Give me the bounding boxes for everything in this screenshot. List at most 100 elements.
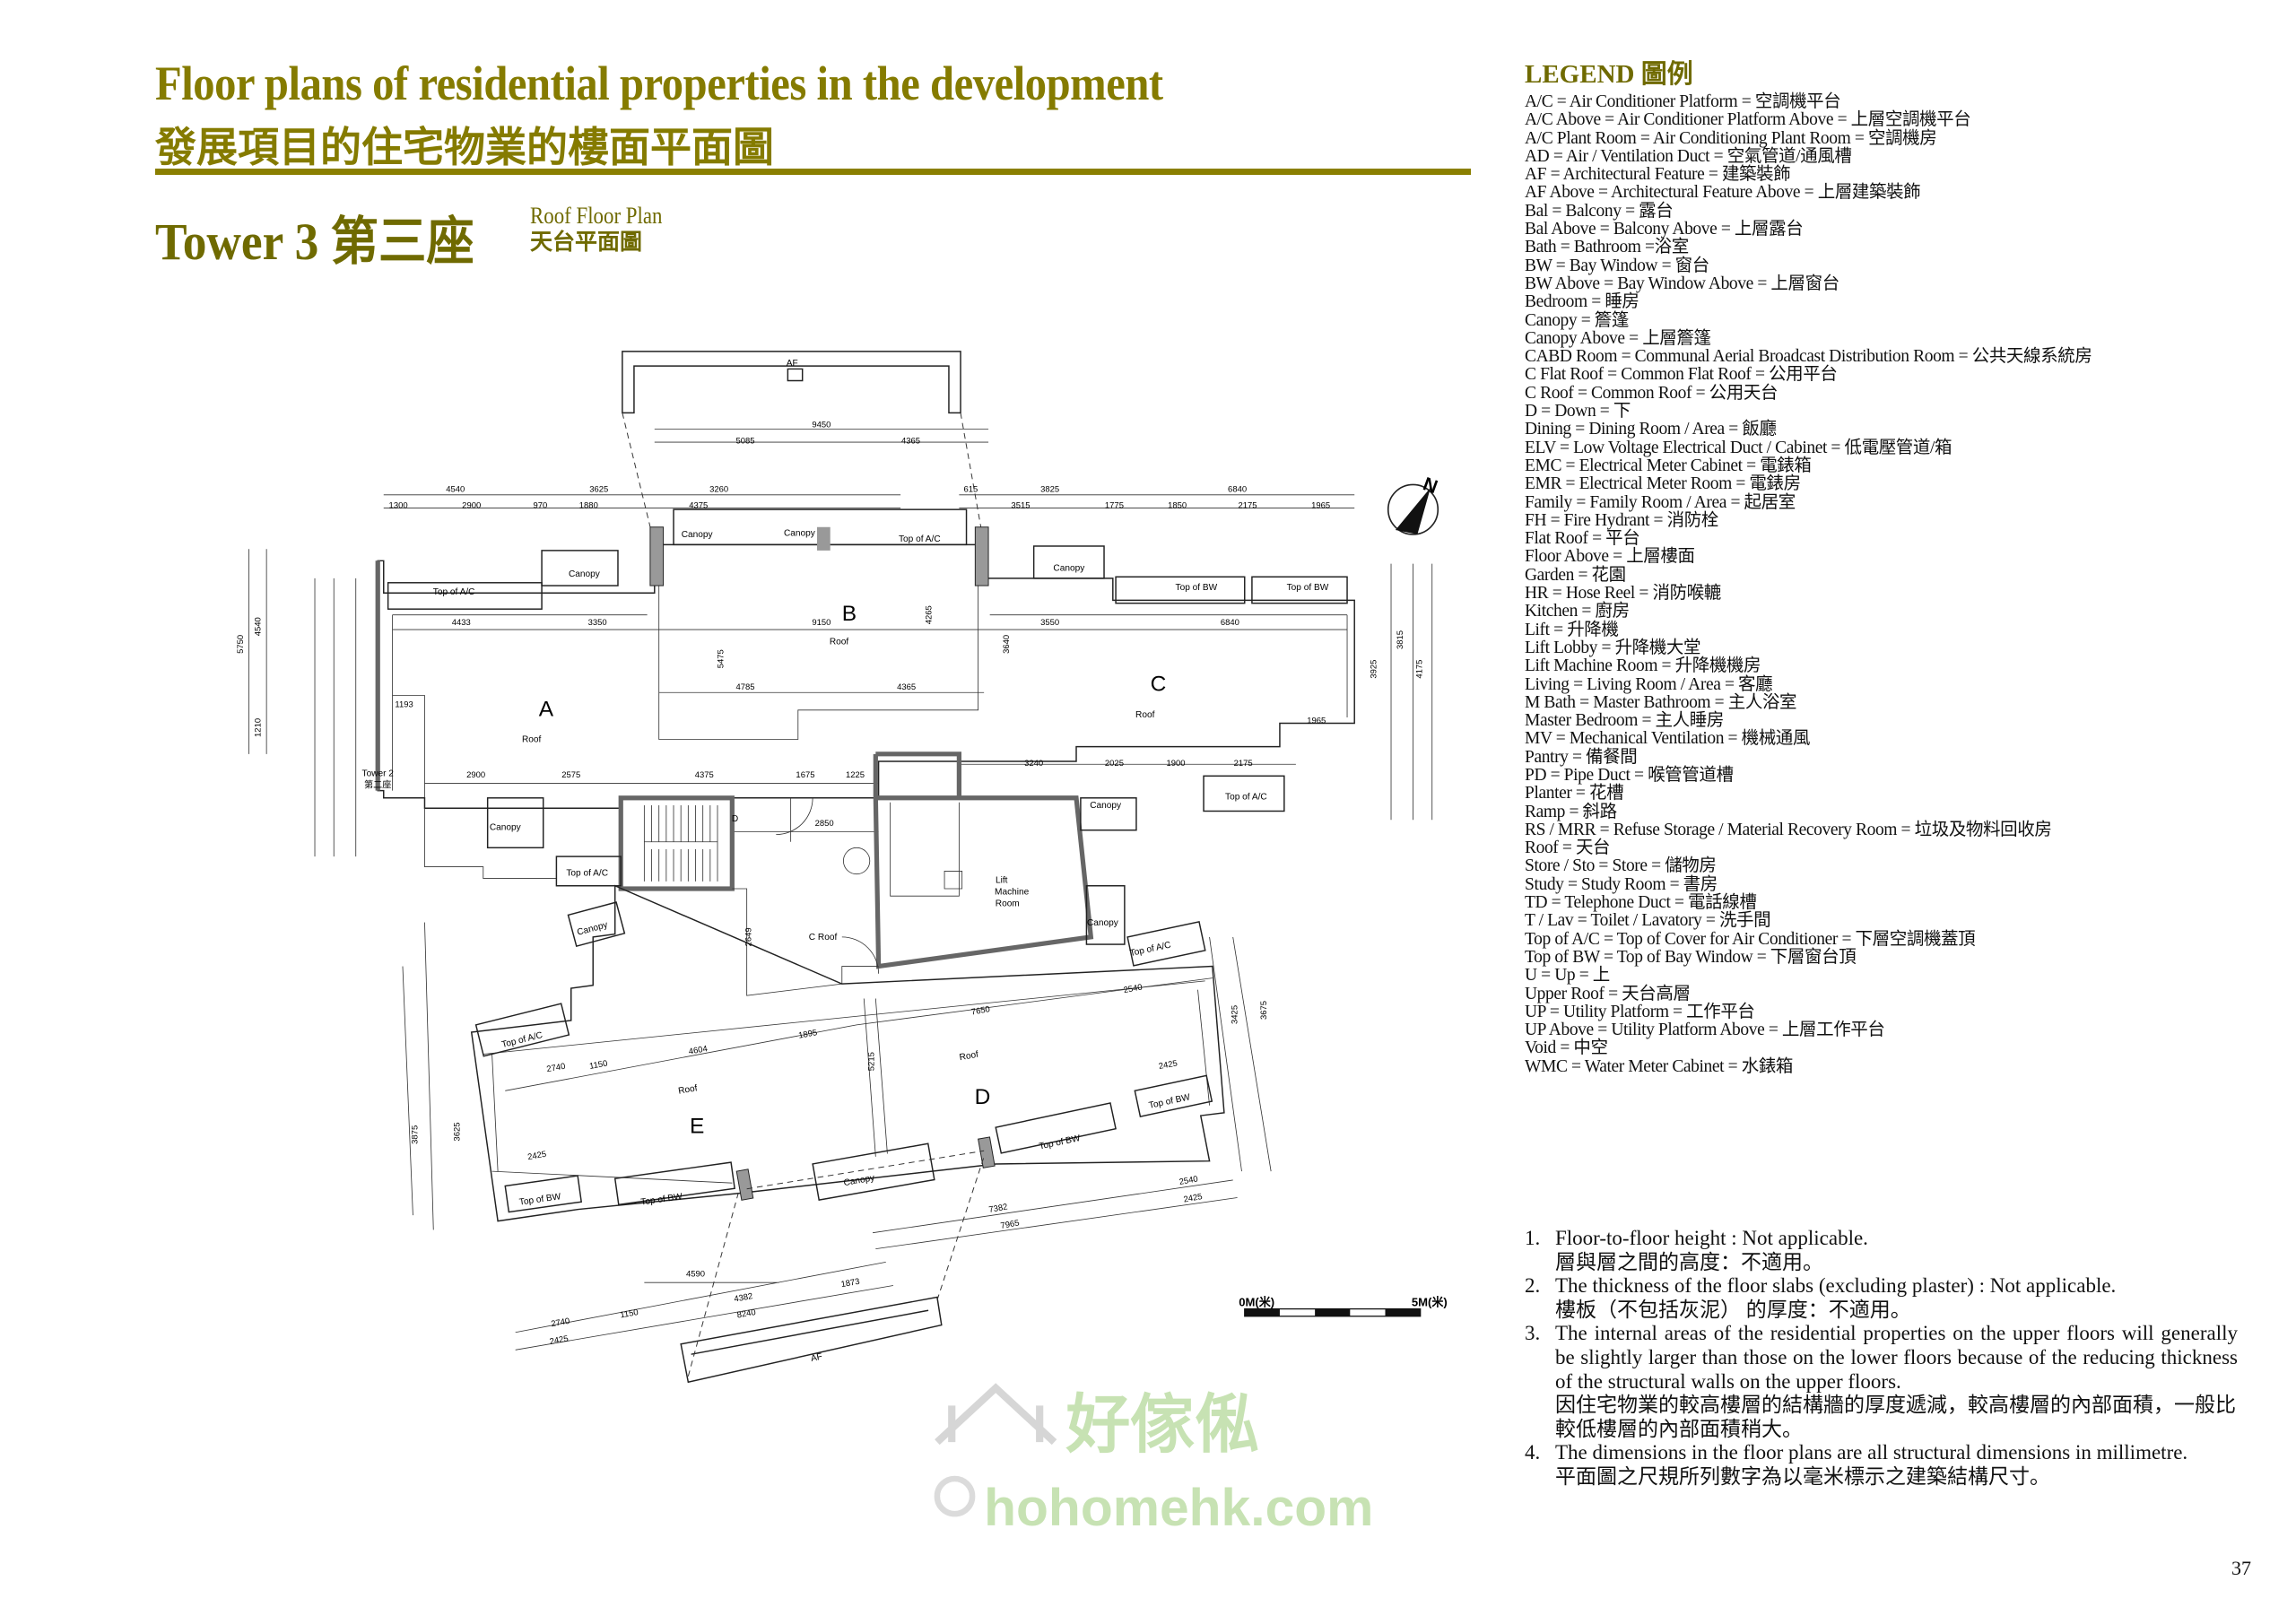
af-projection-lines [622,413,985,545]
legend-title: LEGEND 圖例 [1525,60,1693,89]
note-en: The thickness of the floor slabs (exclud… [1555,1274,2117,1298]
dimension-label: 1210 [254,718,264,737]
dimension-label: 5475 [717,649,726,668]
note-number: 3. [1525,1322,1541,1345]
dimension-label: 2175 [1234,759,1253,769]
plan-label: Top of BW [1148,1092,1191,1111]
dimension-label: 8240 [736,1307,757,1320]
dimension-label: 2740 [551,1316,571,1329]
note-zh: 平面圖之尺規所列數字為以毫米標示之建築結構尺寸。 [1555,1464,2050,1488]
dimension-label: 4785 [736,682,755,692]
plan-label: Top of A/C [899,534,941,544]
plan-label: AF [787,359,798,369]
note-item: 2. The thickness of the floor slabs (excl… [1525,1274,2238,1322]
note-number: 2. [1525,1274,1541,1298]
page-number: 37 [2231,1557,2251,1579]
note-zh: 層與層之間的高度：不適用。 [1555,1250,1823,1273]
dimension-label: 3825 [1040,485,1059,495]
plan-label: Canopy [1087,918,1119,928]
note-item: 3. The internal areas of the residential … [1525,1322,2238,1441]
watermark-search-icon [934,1475,976,1517]
dimension-label: 2425 [1183,1192,1204,1204]
legend-item: U = Up = 上 [1525,966,1610,986]
lower-roof-inner [483,980,1210,1184]
top-of-bw-box [1115,576,1246,604]
scale-end-label: 5M(米) [1412,1295,1448,1308]
legend-item: Lift Machine Room = 升降機機房 [1525,656,1761,676]
top-of-bw-box [995,1102,1117,1154]
plan-label: Tower 2 [362,769,395,778]
dimension-label: 2900 [466,770,485,780]
note-body: The internal areas of the residential pr… [1555,1322,2238,1441]
plan-label: Canopy [569,569,601,579]
plan-name-en: Roof Floor Plan [530,203,663,229]
plan-label: Canopy [1053,564,1085,574]
unit-label: B [842,602,857,626]
legend-item: Roof = 天台 [1525,838,1611,858]
legend-item: Void = 中空 [1525,1038,1608,1058]
plan-label: Canopy [1090,801,1122,811]
plan-label: Roof [522,735,542,745]
dimension-label: 3240 [1024,759,1043,769]
legend-item: BW Above = Bay Window Above = 上層窗台 [1525,274,1839,293]
plan-label: D [732,814,738,824]
legend-item: Pantry = 備餐間 [1525,747,1638,767]
plan-label: Roof [677,1083,698,1097]
dimension-label: 4265 [924,605,934,624]
dimension-label: 4604 [688,1044,709,1056]
dimension-label: 2540 [1123,983,1144,995]
note-en: The internal areas of the residential pr… [1555,1322,2238,1393]
watermark-zh: 好傢俬 [1065,1389,1259,1461]
dimension-label: 4540 [254,617,264,636]
legend-item: Upper Roof = 天台高層 [1525,984,1691,1003]
north-arrow-icon [1395,487,1431,534]
dimension-label: 3625 [453,1123,463,1142]
plan-label: Roof [959,1050,979,1064]
dimension-label: 4375 [695,770,714,780]
plan-label: C Roof [809,933,838,942]
canopy-projection [746,1150,985,1190]
plan-label: Canopy [490,823,522,833]
note-zh: 因住宅物業的較高樓層的結構牆的厚度遞減，較高樓層的內部面積，一般比較低樓層的內部… [1555,1394,2236,1440]
compass-north-label: N [1421,473,1440,498]
legend-item: C Flat Roof = Common Flat Roof = 公用平台 [1525,365,1838,385]
unit-label: C [1151,673,1167,697]
lower-roof-outline [470,884,1225,1222]
note-body: The dimensions in the floor plans are al… [1555,1441,2238,1489]
dimension-label: 3640 [1002,635,1012,654]
watermark: 好傢俬 hohomehk.com [934,1383,1373,1537]
dimension-label: 4365 [897,682,916,692]
dimension-label: 4175 [1414,660,1424,679]
dimension-label: 3925 [1370,660,1379,679]
legend-item: Planter = 花槽 [1525,784,1624,804]
note-en: Floor-to-floor height : Not applicable. [1555,1227,1868,1249]
plan-label: Roof [1135,710,1155,720]
dimension-label: 7382 [988,1202,1009,1214]
legend-item: A/C Plant Room = Air Conditioning Plant … [1525,128,1937,148]
dimension-label: 7965 [1000,1218,1021,1230]
canopy-box [486,797,544,849]
legend-item: FH = Fire Hydrant = 消防栓 [1525,510,1718,530]
legend-item: HR = Hose Reel = 消防喉轆 [1525,584,1721,604]
stair-core [618,795,735,891]
canopy-box [567,901,626,948]
dimension-label: 3625 [589,485,608,495]
legend-item: Study = Study Room = 書房 [1525,874,1718,894]
dimension-label: 4375 [689,501,708,511]
dimension-label: 2900 [462,501,481,511]
column [817,526,831,551]
dimension-label: 1965 [1307,717,1326,726]
dimension-label: 3815 [1396,630,1405,649]
top-of-ac-box [387,582,543,610]
dimension-label: 5085 [736,437,755,447]
legend-item: Lift = 升降機 [1525,620,1619,639]
dimension-label: 3675 [1259,1001,1269,1020]
legend: LEGEND 圖例 A/C = Air Conditioner Platform… [1525,59,2092,1076]
watermark-house-icon [935,1383,1057,1446]
watermark-en: hohomehk.com [984,1479,1373,1537]
note-number: 1. [1525,1227,1541,1249]
legend-item: UP Above = Utility Platform Above = 上層工作… [1525,1021,1885,1040]
plan-label: AF [810,1352,823,1364]
title-divider [155,169,1471,175]
dimension-label: 5750 [236,635,246,654]
